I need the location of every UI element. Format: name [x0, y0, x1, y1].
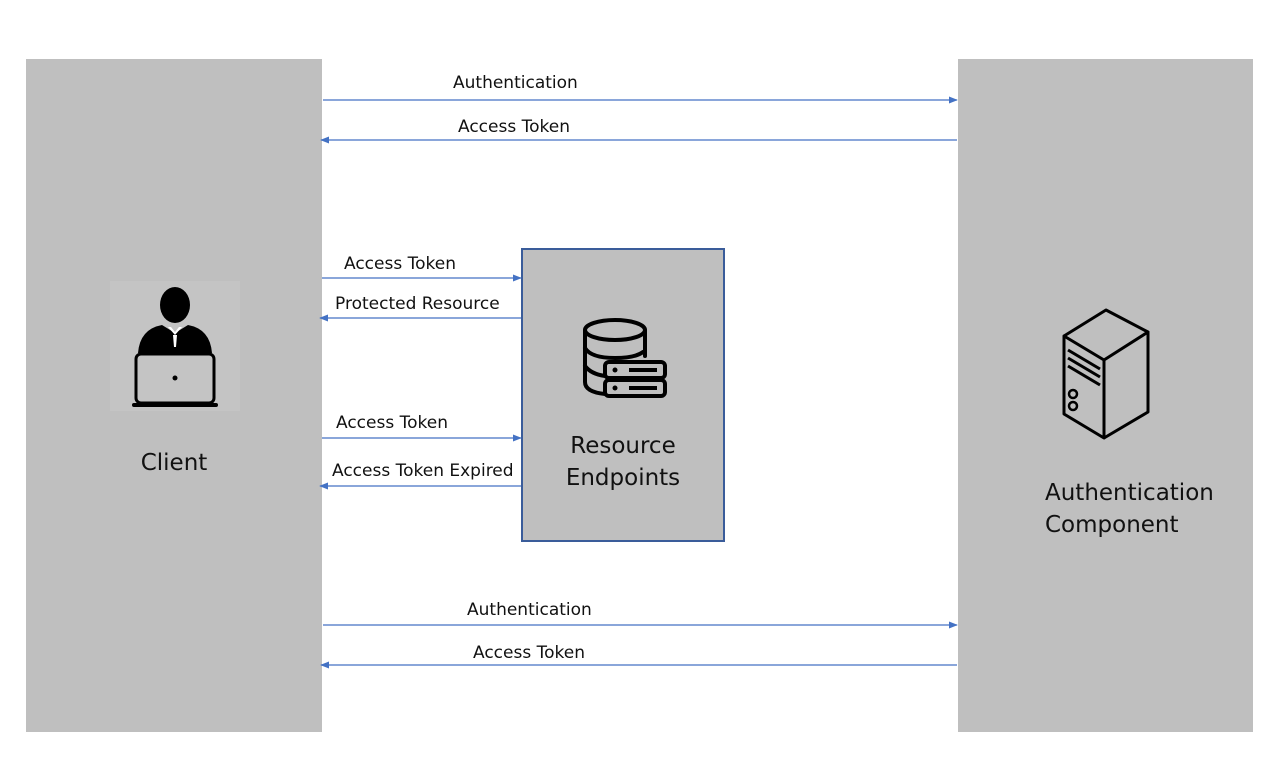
client-panel: Client — [26, 59, 322, 732]
auth-label-line1: Authentication — [1045, 480, 1214, 506]
auth-label-line2: Component — [1045, 512, 1179, 538]
flow-label-authentication-2: Authentication — [467, 600, 592, 620]
resource-label: Resource Endpoints — [523, 430, 723, 494]
flow-label-access-token-expired: Access Token Expired — [332, 461, 514, 481]
resource-endpoints-box: Resource Endpoints — [521, 248, 725, 542]
flow-label-protected-resource: Protected Resource — [335, 294, 500, 314]
flow-label-access-token-4: Access Token — [473, 643, 585, 663]
server-tower-icon — [1062, 308, 1150, 440]
flow-label-authentication-1: Authentication — [453, 73, 578, 93]
user-laptop-icon — [110, 281, 240, 411]
auth-label: Authentication Component — [1045, 477, 1214, 541]
resource-label-line2: Endpoints — [565, 465, 681, 491]
client-label: Client — [140, 450, 208, 476]
flow-label-access-token-1: Access Token — [458, 117, 570, 137]
flow-label-access-token-3: Access Token — [336, 413, 448, 433]
flow-label-access-token-2: Access Token — [344, 254, 456, 274]
resource-label-line1: Resource — [570, 433, 676, 459]
auth-panel: Authentication Component — [958, 59, 1253, 732]
database-server-icon — [583, 318, 667, 398]
